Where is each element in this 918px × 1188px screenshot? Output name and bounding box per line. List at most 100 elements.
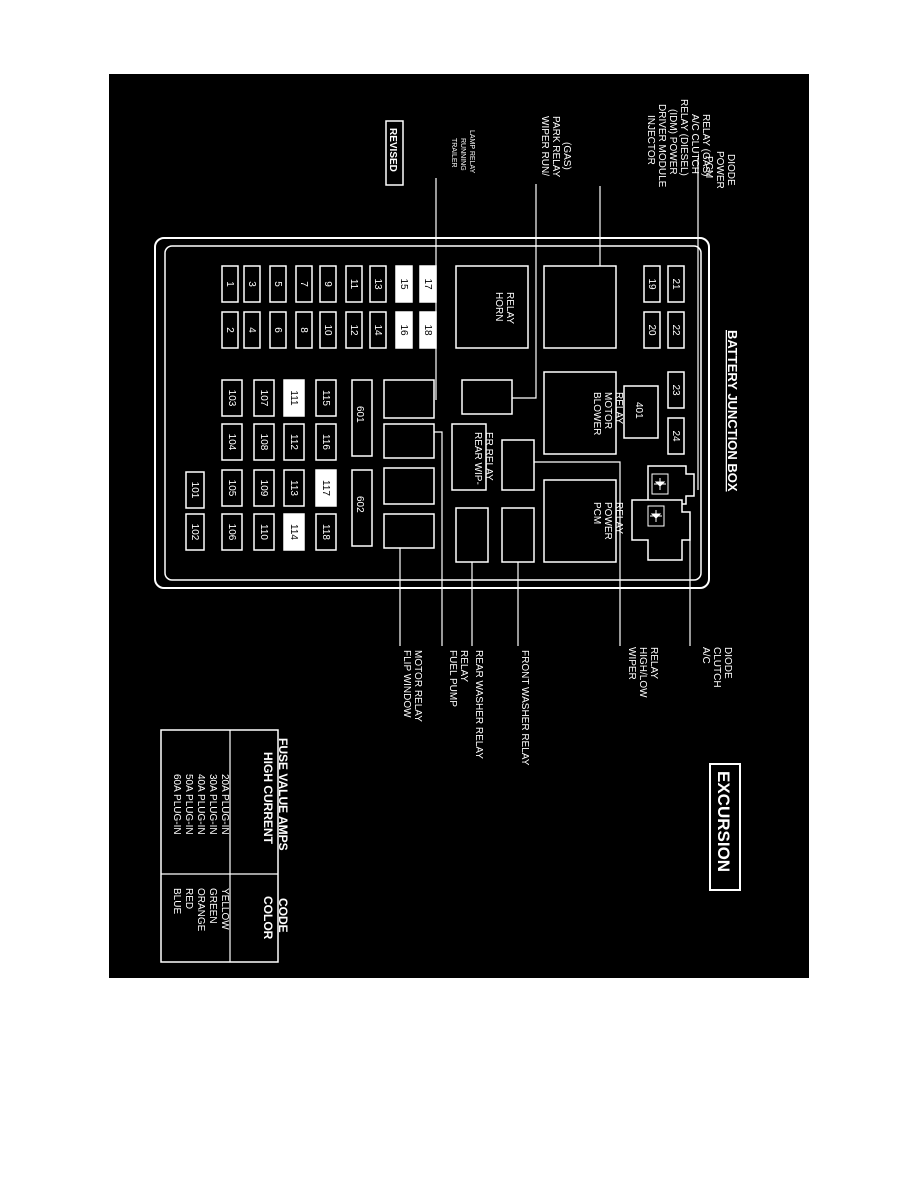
callout-front-washer-relay: FRONT WASHER RELAY (519, 650, 530, 766)
fuse-2: 2 (221, 311, 239, 349)
revised-label: REVISED (387, 128, 398, 172)
horn-relay-label: HORNRELAY (493, 292, 515, 324)
fuse-14: 14 (369, 311, 387, 349)
fuse-17: 17 (419, 265, 437, 303)
relay-blank-1 (383, 423, 435, 459)
fuse-label: 19 (646, 278, 657, 290)
fuse-label: 4 (246, 327, 257, 333)
model-badge: EXCURSION (709, 763, 741, 891)
callout-wiper-run-park-relay: WIPER RUN/PARK RELAY(GAS) (539, 116, 572, 178)
bar-602-label: 602 (354, 496, 365, 513)
fuse-1: 1 (221, 265, 239, 303)
fuse-18: 18 (419, 311, 437, 349)
fuse-5: 5 (269, 265, 287, 303)
fuse-9: 9 (319, 265, 337, 303)
blower-motor-relay-label: BLOWERMOTORRELAY (591, 392, 624, 435)
leader-wiper-high-low (534, 461, 621, 646)
fuse-12: 12 (345, 311, 363, 349)
callout-fuel-pump-relay: FUEL PUMPRELAY (447, 650, 469, 707)
fuse-label: 117 (320, 480, 331, 496)
fuse-label: 17 (422, 278, 433, 290)
fuse-label: 18 (422, 324, 433, 336)
fuse-24: 24 (667, 417, 685, 455)
idm-ac-clutch-relay (543, 265, 617, 349)
block-401-label: 401 (633, 402, 644, 419)
fuse-label: 5 (272, 281, 283, 287)
fuse-label: 113 (288, 480, 299, 496)
fuse-label: 1 (224, 281, 235, 287)
fuse-106: 106 (221, 513, 243, 551)
rear-wiper-relay-label: REAR WIP-ER RELAY (472, 432, 494, 485)
fuse-label: 23 (670, 384, 681, 396)
fuse-16: 16 (395, 311, 413, 349)
fuse-label: 112 (288, 434, 299, 450)
fuse-label: 108 (258, 434, 269, 451)
fuse-label: 105 (226, 480, 237, 497)
fuse-3: 3 (243, 265, 261, 303)
fuse-115: 115 (315, 379, 337, 417)
front-washer-relay (501, 507, 535, 563)
legend-header-color: COLORCODE (261, 896, 290, 940)
fuse-10: 10 (319, 311, 337, 349)
fuse-label: 16 (398, 324, 409, 336)
ac-clutch-diode (631, 499, 691, 561)
rear-wiper-relay: REAR WIP-ER RELAY (451, 423, 494, 491)
fuse-label: 22 (670, 324, 681, 336)
fuse-110: 110 (253, 513, 275, 551)
fuse-20: 20 (643, 311, 661, 349)
fuse-label: 24 (670, 430, 681, 442)
fuse-label: 106 (226, 524, 237, 541)
wiper-high-low-relay (501, 439, 535, 491)
fuse-label: 115 (320, 390, 331, 406)
fuse-label: 12 (348, 324, 359, 336)
fuse-102: 102 (185, 513, 205, 551)
fuse-105: 105 (221, 469, 243, 507)
callout-wiper-high-low-relay: WIPERHIGH/LOWRELAY (626, 647, 659, 698)
callout-ac-clutch-diode: A/CCLUTCHDIODE (700, 647, 733, 688)
fuse-label: 13 (372, 278, 383, 290)
fuse-label: 21 (670, 278, 681, 290)
fuse-114: 114 (283, 513, 305, 551)
fuse-7: 7 (295, 265, 313, 303)
fuse-117: 117 (315, 469, 337, 507)
model-label: EXCURSION (714, 771, 733, 872)
fuse-101: 101 (185, 471, 205, 509)
fuse-107: 107 (253, 379, 275, 417)
fuse-label: 11 (348, 279, 359, 290)
fuse-label: 111 (288, 390, 299, 406)
legend-row-value: 60A PLUG-IN (171, 774, 182, 835)
legend-row-value: 20A PLUG-IN (219, 774, 230, 835)
revised-badge: REVISED (385, 120, 404, 186)
fuse-label: 3 (246, 281, 257, 287)
fuse-112: 112 (283, 423, 305, 461)
fuse-19: 19 (643, 265, 661, 303)
fuse-15: 15 (395, 265, 413, 303)
rear-washer-relay (455, 507, 489, 563)
legend-row-color: BLUE (171, 888, 182, 914)
callout-flip-window-motor-relay: FLIP WINDOWMOTOR RELAY (401, 650, 423, 722)
callouts-top: PCMPOWERDIODE INJECTORDRIVER MODULE(IDM)… (450, 99, 736, 189)
fuse-label: 101 (189, 482, 200, 499)
fuse-label: 118 (320, 524, 331, 540)
fuel-pump-relay (383, 467, 435, 505)
block-401: 401 (623, 385, 659, 439)
fuse-13: 13 (369, 265, 387, 303)
callout-rear-washer-relay: REAR WASHER RELAY (473, 650, 484, 759)
fuse-label: 110 (258, 524, 269, 540)
fuse-103: 103 (221, 379, 243, 417)
fuse-label: 10 (322, 324, 333, 336)
fuse-label: 2 (224, 327, 235, 333)
bar-602: 602 (351, 469, 373, 547)
fuse-legend-table: HIGH CURRENTFUSE VALUE AMPS COLORCODE 20… (160, 729, 290, 963)
fuse-label: 14 (372, 324, 383, 336)
leader-fuel-pump (434, 431, 443, 646)
diagram-title: BATTERY JUNCTION BOX (725, 330, 740, 492)
bar-601: 601 (351, 379, 373, 457)
legend-header-value: HIGH CURRENTFUSE VALUE AMPS (261, 738, 290, 851)
fuse-label: 104 (226, 434, 237, 451)
fuse-label: 7 (298, 281, 309, 287)
fuse-label: 109 (258, 480, 269, 497)
